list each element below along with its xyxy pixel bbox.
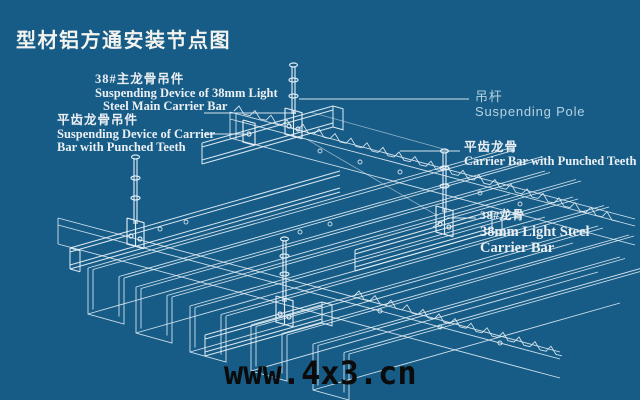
page-title: 型材铝方通安装节点图 bbox=[16, 30, 231, 52]
rivet-dots bbox=[157, 148, 523, 346]
label-main-carrier-bar: 38#龙骨 38mm Light Steel Carrier Bar bbox=[480, 207, 590, 257]
label-teeth-carrier-hanger-en2: Bar with Punched Teeth bbox=[57, 140, 186, 154]
suspending-poles-and-hangers bbox=[126, 62, 454, 328]
label-teeth-carrier-hanger: 平齿龙骨吊件 Suspending Device of Carrier Bar … bbox=[57, 113, 215, 155]
label-teeth-carrier-hanger-zh: 平齿龙骨吊件 bbox=[57, 113, 139, 127]
label-suspending-pole: 吊杆 Suspending Pole bbox=[475, 89, 585, 119]
label-main-carrier-bar-en2: Carrier Bar bbox=[480, 240, 555, 256]
label-main-carrier-hanger-en1: Suspending Device of 38mm Light bbox=[95, 85, 278, 100]
label-suspending-pole-en: Suspending Pole bbox=[475, 104, 586, 119]
carrier-bar-punched-teeth-upper bbox=[229, 105, 636, 246]
label-main-carrier-hanger: 38#主龙骨吊件 Suspending Device of 38mm Light… bbox=[95, 72, 278, 114]
label-main-carrier-hanger-zh: 38#主龙骨吊件 bbox=[95, 72, 185, 86]
label-suspending-pole-zh: 吊杆 bbox=[475, 89, 503, 104]
label-teeth-carrier-bar-zh: 平齿龙骨 bbox=[464, 140, 519, 154]
leader-lines bbox=[204, 98, 476, 228]
construction-lines bbox=[307, 111, 448, 217]
carrier-bar-punched-teeth-lower bbox=[57, 217, 563, 379]
label-main-carrier-hanger-en2: Steel Main Carrier Bar bbox=[103, 99, 228, 113]
label-main-carrier-bar-en1: 38mm Light Steel bbox=[480, 223, 590, 240]
label-teeth-carrier-bar-en: Carrier Bar with Punched Teeth bbox=[464, 153, 637, 168]
label-main-carrier-bar-zh: 38#龙骨 bbox=[480, 208, 525, 222]
main-carrier-bars bbox=[69, 105, 503, 357]
watermark: www.4x3.cn bbox=[224, 354, 417, 392]
aluminum-square-tubes bbox=[87, 147, 640, 400]
label-teeth-carrier-hanger-en1: Suspending Device of Carrier bbox=[57, 126, 215, 141]
label-teeth-carrier-bar: 平齿龙骨 Carrier Bar with Punched Teeth bbox=[464, 140, 637, 168]
